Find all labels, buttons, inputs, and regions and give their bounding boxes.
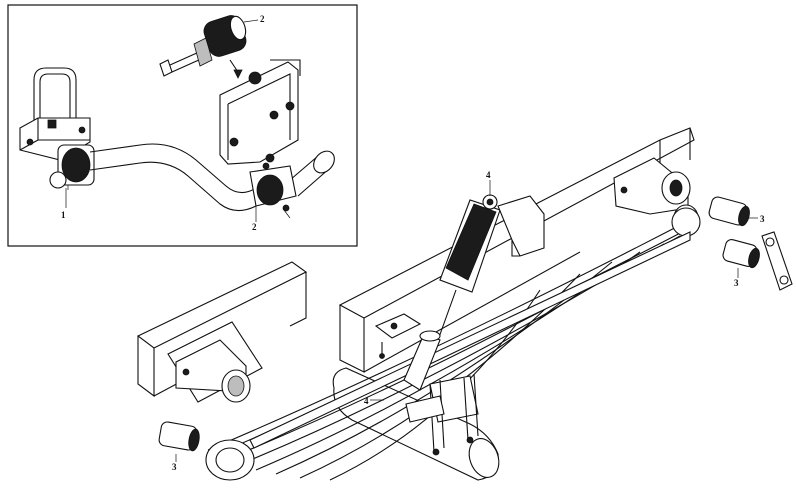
label-front-bushing: 3 [172,462,177,472]
label-bushing-bottom: 2 [252,222,257,232]
bushing-bolt-exploded [159,15,259,79]
shock-absorber [403,194,545,391]
label-shock-upper-mount: 4 [486,170,491,180]
label-shock-lower-bolt: 4 [364,396,369,406]
rear-axle-tube [332,367,500,481]
stabilizer-mount-bracket [219,59,301,165]
label-stabilizer-link: 1 [61,210,66,220]
label-bushing-top: 2 [260,14,265,24]
shock-lower-plate [374,313,422,359]
callout-leaders [175,180,758,462]
label-shackle-bushing: 3 [734,278,739,288]
u-bolt-clamp [405,373,479,456]
stabilizer-bar-inset: 1 2 2 [7,4,358,247]
label-rear-bushing: 3 [760,214,765,224]
rear-bushings [708,196,760,269]
front-bushing [158,421,200,452]
shackle-plate [761,231,793,291]
stabilizer-bushing-left [49,144,95,189]
stabilizer-bushing-right [249,162,297,219]
stabilizer-bar [89,143,335,212]
spring-hanger-front [167,321,263,403]
